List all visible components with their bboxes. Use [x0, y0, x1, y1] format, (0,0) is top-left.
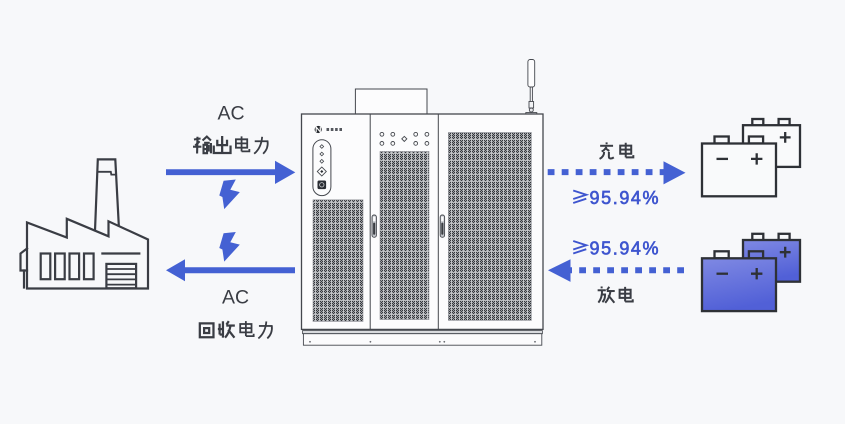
svg-text:AC: AC	[222, 286, 249, 308]
svg-text:95.94%: 95.94%	[590, 238, 661, 258]
svg-text:AC: AC	[217, 103, 244, 125]
svg-text:95.94%: 95.94%	[590, 188, 661, 208]
